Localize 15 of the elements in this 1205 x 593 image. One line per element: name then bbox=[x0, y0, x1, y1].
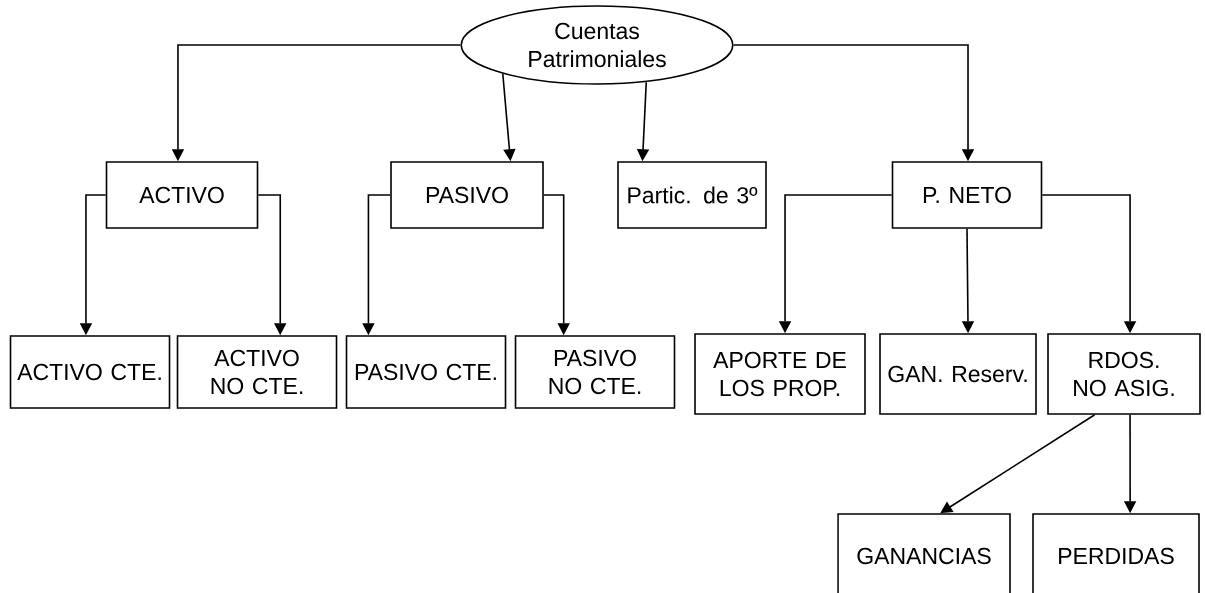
text-box: Partic. de 3º bbox=[617, 161, 767, 229]
text-box: ACTIVO CTE. bbox=[9, 335, 171, 409]
text-box: APORTE DE LOS PROP. bbox=[694, 333, 866, 415]
text-box: P. NETO bbox=[891, 161, 1043, 229]
arrow bbox=[940, 414, 1096, 514]
text-box: PASIVO bbox=[390, 161, 544, 229]
text-box: PERDIDAS bbox=[1032, 513, 1200, 593]
text-box: RDOS. NO ASIG. bbox=[1047, 333, 1201, 415]
text-box: PASIVO NO CTE. bbox=[514, 335, 676, 409]
text-box: PASIVO CTE. bbox=[345, 335, 507, 409]
text-box: GAN. Reserv. bbox=[879, 333, 1037, 415]
text-box: ACTIVO NO CTE. bbox=[176, 335, 338, 409]
text-box: GANANCIAS bbox=[837, 513, 1011, 593]
text-box: ACTIVO bbox=[105, 161, 259, 229]
oval-node: Cuentas Patrimoniales bbox=[460, 5, 734, 85]
